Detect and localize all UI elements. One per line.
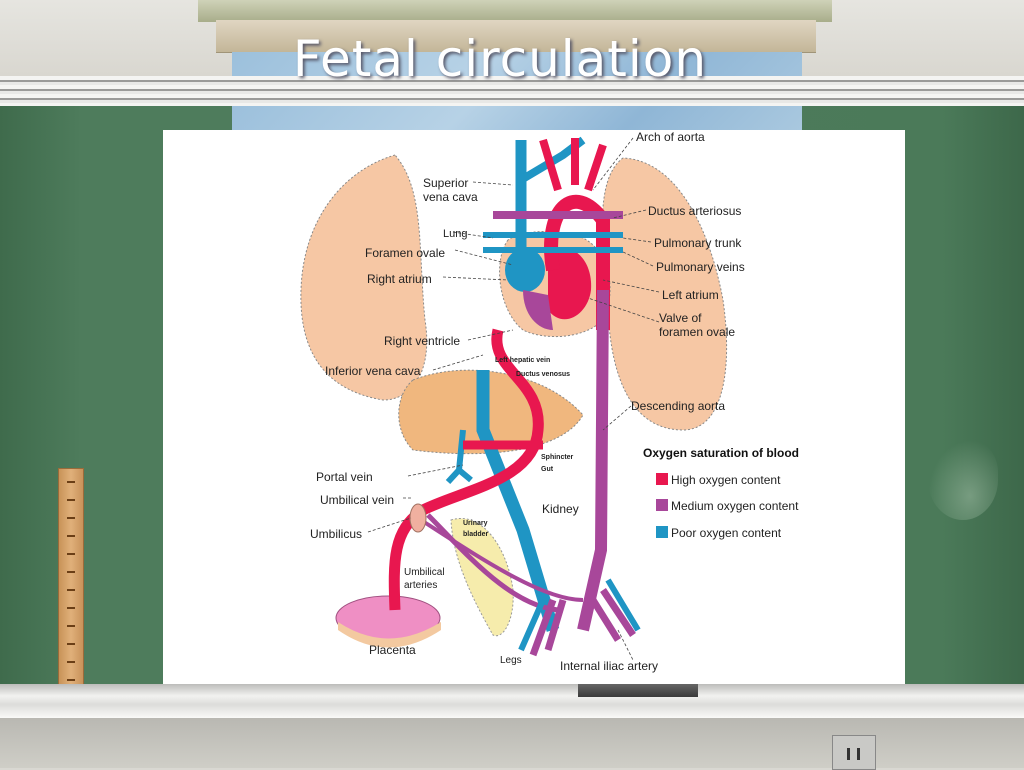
legend-label: Medium oxygen content (671, 499, 799, 513)
right-lung (300, 154, 428, 401)
label-line: vena cava (423, 190, 478, 204)
label-right-atrium: Right atrium (367, 272, 432, 286)
label-right-ventricle: Right ventricle (384, 334, 461, 348)
label-legs: Legs (500, 655, 522, 666)
legend-swatch-medium (656, 499, 668, 511)
label-umbilical-vein: Umbilical vein (320, 493, 395, 507)
chalkboard-eraser (578, 684, 698, 697)
label-descending-aorta: Descending aorta (631, 399, 726, 413)
legend-item-high-oxygen: High oxygen content (656, 473, 780, 487)
map-holder (198, 0, 832, 22)
label-left-hepatic-vein: Left hepatic vein (495, 357, 551, 364)
label-ductus-venosus: Ductus venosus (516, 371, 571, 378)
label-valve-of-foramen-ovale: Valve of foramen ovale (659, 311, 735, 339)
label-line: foramen ovale (659, 325, 736, 339)
chalkboard-top-trim (0, 76, 1024, 106)
legend-swatch-high (656, 473, 668, 485)
slide-title: Fetal circulation (292, 30, 708, 88)
pull-down-map-lower (232, 106, 802, 130)
label-line: Superior (423, 176, 469, 190)
label-line: bladder (463, 531, 489, 538)
chalk-ledge (0, 684, 1024, 718)
label-pulmonary-veins: Pulmonary veins (656, 260, 745, 274)
label-line: Valve of (659, 311, 702, 325)
label-left-atrium: Left atrium (662, 288, 719, 302)
label-line: Umbilical (404, 567, 445, 578)
legend-item-medium-oxygen: Medium oxygen content (656, 499, 798, 513)
label-arch-of-aorta: Arch of aorta (636, 130, 705, 144)
legend-item-poor-oxygen: Poor oxygen content (656, 526, 781, 540)
label-umbilicus: Umbilicus (310, 527, 363, 541)
label-kidney: Kidney (542, 502, 579, 516)
label-sphincter-gut: Sphincter Gut (541, 452, 573, 476)
legend-swatch-poor (656, 526, 668, 538)
label-internal-iliac-artery: Internal iliac artery (560, 659, 659, 673)
umbilicus (409, 503, 427, 533)
wooden-ruler (58, 468, 84, 700)
chalk-handprint (928, 440, 998, 520)
label-umbilical-arteries: Umbilical arteries (404, 566, 445, 592)
label-line: arteries (404, 580, 438, 591)
label-line: Gut (541, 466, 554, 473)
label-superior-vena-cava: Superior vena cava (423, 176, 478, 204)
label-portal-vein: Portal vein (316, 470, 373, 484)
legend-title: Oxygen saturation of blood (643, 446, 800, 460)
label-line: Urinary (463, 520, 488, 527)
legend-label: Poor oxygen content (671, 526, 782, 540)
label-line: Sphincter (541, 454, 574, 461)
label-placenta: Placenta (369, 643, 416, 657)
label-urinary-bladder: Urinary bladder (463, 518, 488, 540)
legend-label: High oxygen content (671, 473, 781, 487)
label-pulmonary-trunk: Pulmonary trunk (654, 236, 742, 250)
electrical-outlet (832, 735, 876, 770)
label-inferior-vena-cava: Inferior vena cava (325, 364, 421, 378)
fetal-circulation-diagram (300, 136, 728, 661)
label-ductus-arteriosus: Ductus arteriosus (648, 204, 742, 218)
label-foramen-ovale: Foramen ovale (365, 246, 446, 260)
label-lung: Lung (443, 228, 468, 240)
left-lung (601, 157, 728, 431)
